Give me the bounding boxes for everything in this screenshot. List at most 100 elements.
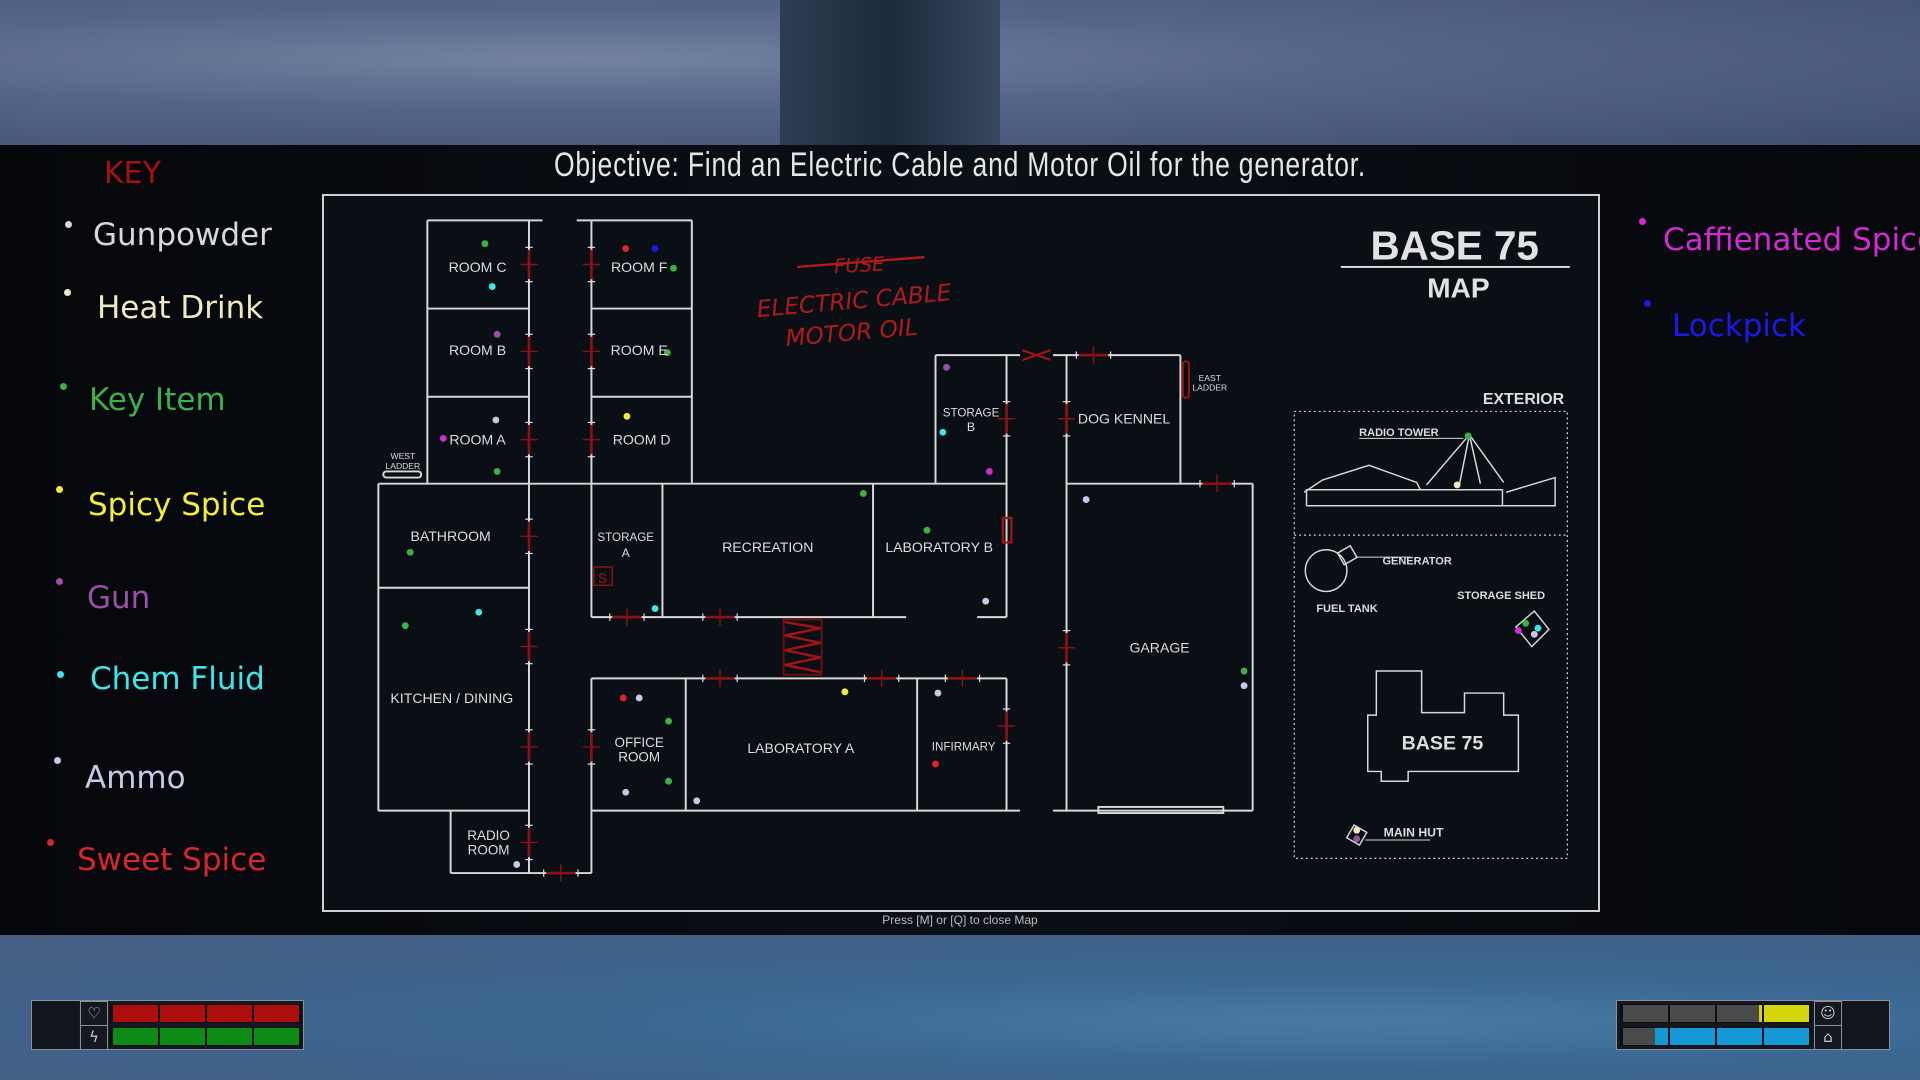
warmth-bar	[1620, 1027, 1812, 1046]
room-label: ROOM E	[611, 342, 668, 358]
note-motor-oil: MOTOR OIL	[784, 314, 918, 352]
room-label: ROOM D	[613, 431, 671, 447]
item-marker	[985, 468, 993, 475]
door	[1057, 401, 1076, 437]
door	[997, 708, 1016, 744]
garage-door	[1097, 805, 1225, 815]
item-marker	[622, 788, 630, 796]
room-label: KITCHEN / DINING	[390, 690, 513, 706]
item-marker	[665, 717, 672, 725]
hud-vitals: ♡ ϟ	[31, 1000, 304, 1050]
legend-item: Heat Drink	[97, 290, 264, 326]
door	[582, 421, 600, 458]
storage-shed-label: STORAGE SHED	[1457, 590, 1545, 602]
item-marker	[623, 412, 631, 420]
exterior-title: EXTERIOR	[1483, 391, 1565, 408]
save-marker-box	[593, 566, 613, 587]
save-marker: S	[598, 571, 607, 586]
secondary-item-slot[interactable]	[1842, 1001, 1888, 1049]
health-bar	[110, 1004, 302, 1023]
item-marker	[934, 689, 942, 697]
note-electric-cable: ELECTRIC CABLE	[756, 279, 953, 323]
room-label: ROOM B	[449, 342, 506, 358]
west-ladder-label: WEST	[390, 451, 416, 461]
item-marker	[513, 861, 521, 868]
room-label: B	[967, 420, 975, 434]
door	[520, 421, 538, 458]
room-label: LABORATORY A	[747, 740, 855, 756]
map-title: BASE 75	[1371, 223, 1539, 269]
item-marker	[493, 330, 501, 338]
east-ladder-label: EAST	[1199, 373, 1222, 383]
room-label: RECREATION	[722, 539, 813, 555]
room-label: ROOM F	[611, 259, 668, 275]
legend-item: Gun	[87, 580, 151, 616]
locked-door	[1001, 516, 1013, 544]
item-marker	[1240, 682, 1248, 690]
door	[609, 608, 645, 626]
legend-dot	[65, 221, 72, 228]
generator-label: GENERATOR	[1382, 555, 1451, 567]
door	[944, 669, 981, 687]
door	[520, 824, 538, 861]
room-label: STORAGE	[943, 406, 1000, 419]
door	[997, 401, 1016, 437]
item-marker	[492, 416, 500, 424]
item-marker	[622, 245, 630, 252]
base-outline-icon	[1367, 670, 1520, 782]
legend-item: Lockpick	[1672, 308, 1806, 344]
item-marker	[1534, 624, 1542, 632]
item-marker	[923, 526, 931, 534]
legend-dot	[64, 289, 71, 296]
item-marker	[693, 797, 701, 805]
room-label: ROOM	[618, 750, 660, 765]
note-fuse-struck: FUSE	[833, 253, 885, 279]
item-marker	[439, 434, 447, 442]
close-map-hint: Press [M] or [Q] to close Map	[882, 913, 1038, 927]
room-label: A	[622, 546, 631, 560]
item-marker	[635, 694, 643, 702]
fuel-tank-icon	[1304, 549, 1348, 593]
room-label: GARAGE	[1129, 640, 1189, 656]
legend-item: Key Item	[89, 382, 226, 418]
door	[702, 608, 738, 626]
equipped-item-slot[interactable]	[32, 1001, 78, 1049]
item-marker	[1353, 826, 1361, 834]
item-marker	[1240, 667, 1248, 675]
item-marker	[982, 597, 990, 605]
legend-dot	[54, 757, 61, 764]
door	[1057, 630, 1076, 666]
fuel-tank-label: FUEL TANK	[1316, 603, 1377, 615]
radio-tower-label: RADIO TOWER	[1359, 427, 1438, 439]
item-marker	[651, 245, 659, 252]
legend-dot	[60, 383, 67, 390]
item-marker	[1353, 835, 1361, 843]
legend-item: Sweet Spice	[77, 842, 267, 878]
legend-dot	[56, 486, 63, 493]
room-label: STORAGE	[597, 531, 654, 544]
visibility-bar	[1620, 1004, 1812, 1023]
key-title: KEY	[104, 156, 161, 191]
legend-dot	[56, 578, 63, 585]
room-label: ROOM A	[449, 431, 506, 447]
objective-text: Objective: Find an Electric Cable and Mo…	[553, 146, 1367, 184]
door	[543, 864, 579, 882]
legend-item: Ammo	[85, 760, 186, 796]
item-marker	[1464, 432, 1472, 440]
main-hut-icon	[1345, 824, 1368, 847]
door	[582, 729, 600, 765]
handwritten-note: FUSE ELECTRIC CABLE MOTOR OIL	[756, 253, 953, 353]
map-frame	[322, 194, 1600, 912]
door	[1199, 475, 1235, 493]
item-marker	[939, 428, 947, 436]
legend-item: Gunpowder	[93, 217, 272, 253]
item-marker	[841, 688, 849, 696]
room-label: BATHROOM	[410, 528, 490, 544]
door	[1075, 346, 1112, 364]
generator-icon	[1336, 544, 1358, 566]
door	[520, 518, 538, 555]
heart-icon: ♡	[80, 1001, 108, 1026]
legend-item: Caffienated Spice	[1663, 222, 1920, 258]
hud-status: ☺ ⌂	[1616, 1000, 1890, 1050]
base-outline-label: BASE 75	[1402, 732, 1484, 754]
